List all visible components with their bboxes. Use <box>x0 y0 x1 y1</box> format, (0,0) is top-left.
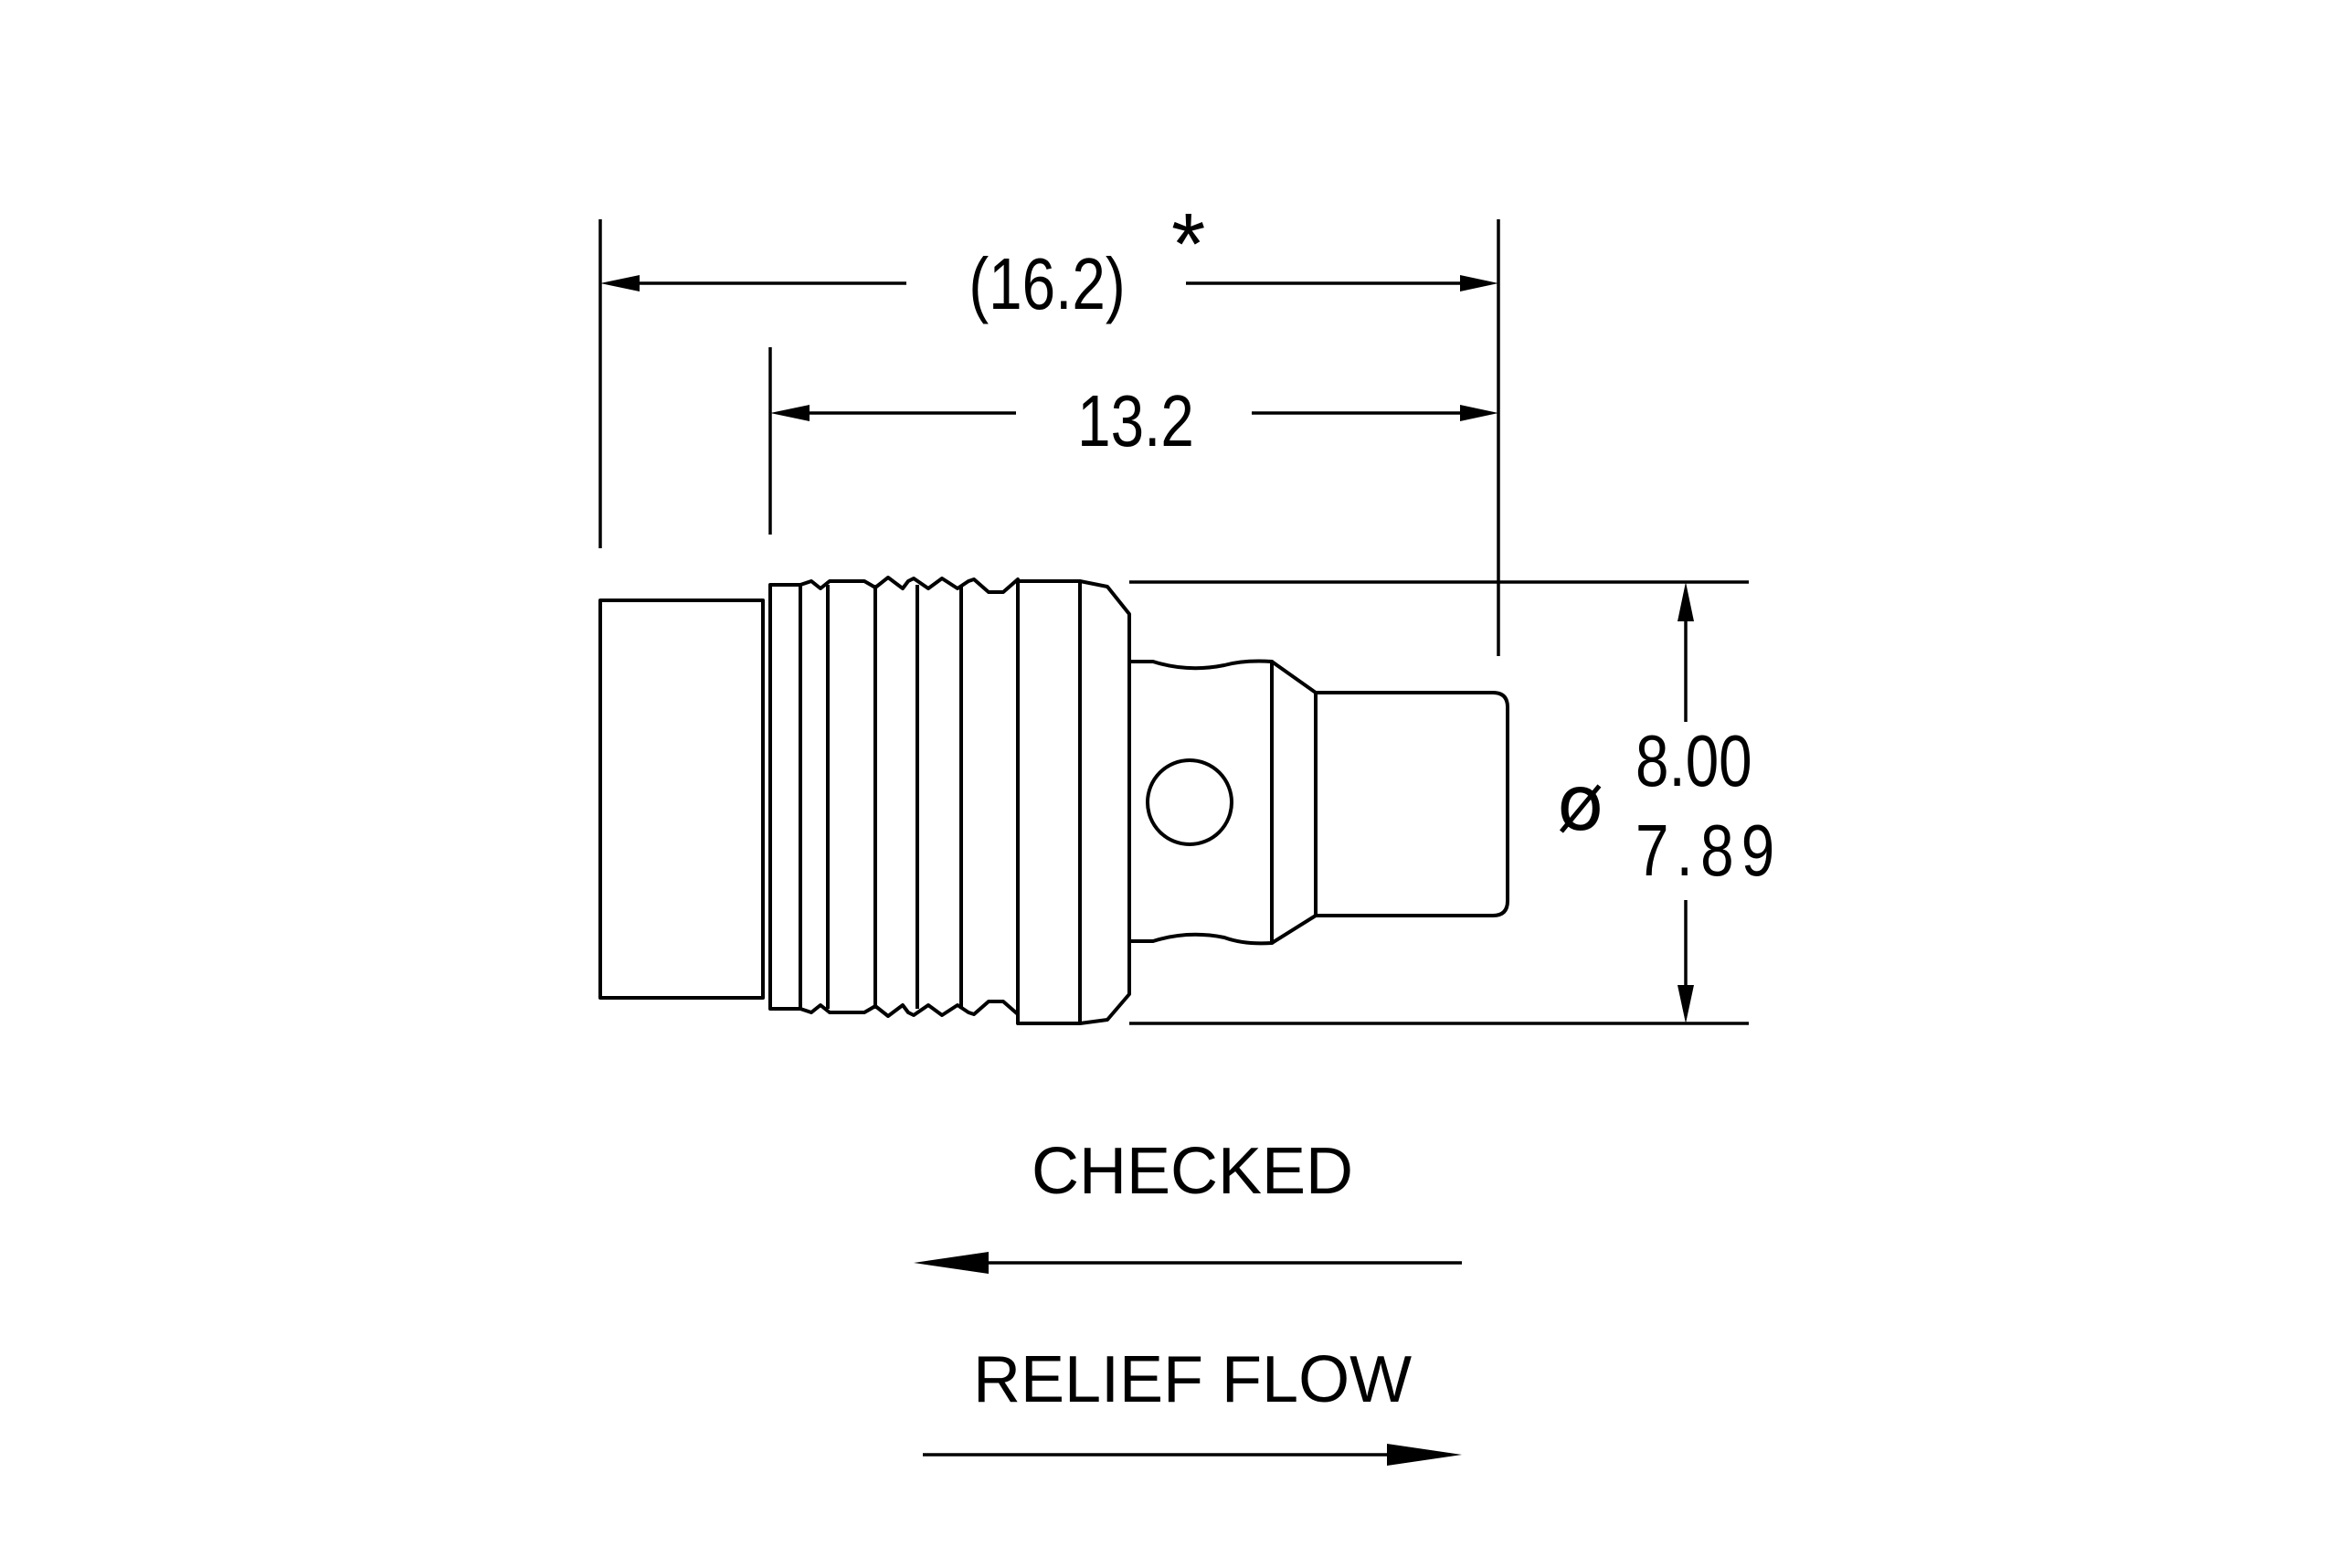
overall-length-value: (16.2) <box>968 243 1125 325</box>
overall-length-note-mark: * <box>1171 196 1205 293</box>
diameter-symbol: ø <box>1557 758 1603 848</box>
left-cap <box>598 599 765 1000</box>
overall-length-dimension: (16.2) * <box>598 196 1500 656</box>
diameter-max-value: 8.00 <box>1635 720 1752 802</box>
arrowhead-left <box>600 275 640 291</box>
body-length-dimension: 13.2 <box>768 347 1498 535</box>
valve-part-outline <box>598 576 1509 1025</box>
taper <box>1270 660 1318 945</box>
grooved-body <box>768 576 1020 1018</box>
cross-hole <box>1146 758 1233 846</box>
relief-arrowhead-right <box>1387 1444 1462 1466</box>
arrowhead-diameter-bottom <box>1678 985 1694 1023</box>
arrowhead-right <box>1460 275 1498 291</box>
arrowhead-body-left <box>770 405 810 421</box>
stem <box>1316 691 1509 917</box>
arrowhead-body-right <box>1460 405 1498 421</box>
body-length-value: 13.2 <box>1077 380 1194 462</box>
checked-flow-indicator: CHECKED <box>914 1135 1462 1274</box>
neck <box>1129 659 1274 946</box>
relief-flow-label: RELIEF FLOW <box>973 1343 1412 1416</box>
diameter-min-value: 7.89 <box>1635 810 1782 892</box>
checked-arrowhead-left <box>914 1252 989 1274</box>
diameter-dimension: ø 8.00 7.89 <box>1129 580 1782 1025</box>
checked-label: CHECKED <box>1032 1135 1353 1208</box>
arrowhead-diameter-top <box>1678 582 1694 621</box>
relief-flow-indicator: RELIEF FLOW <box>923 1343 1462 1466</box>
main-collar <box>1016 579 1131 1025</box>
